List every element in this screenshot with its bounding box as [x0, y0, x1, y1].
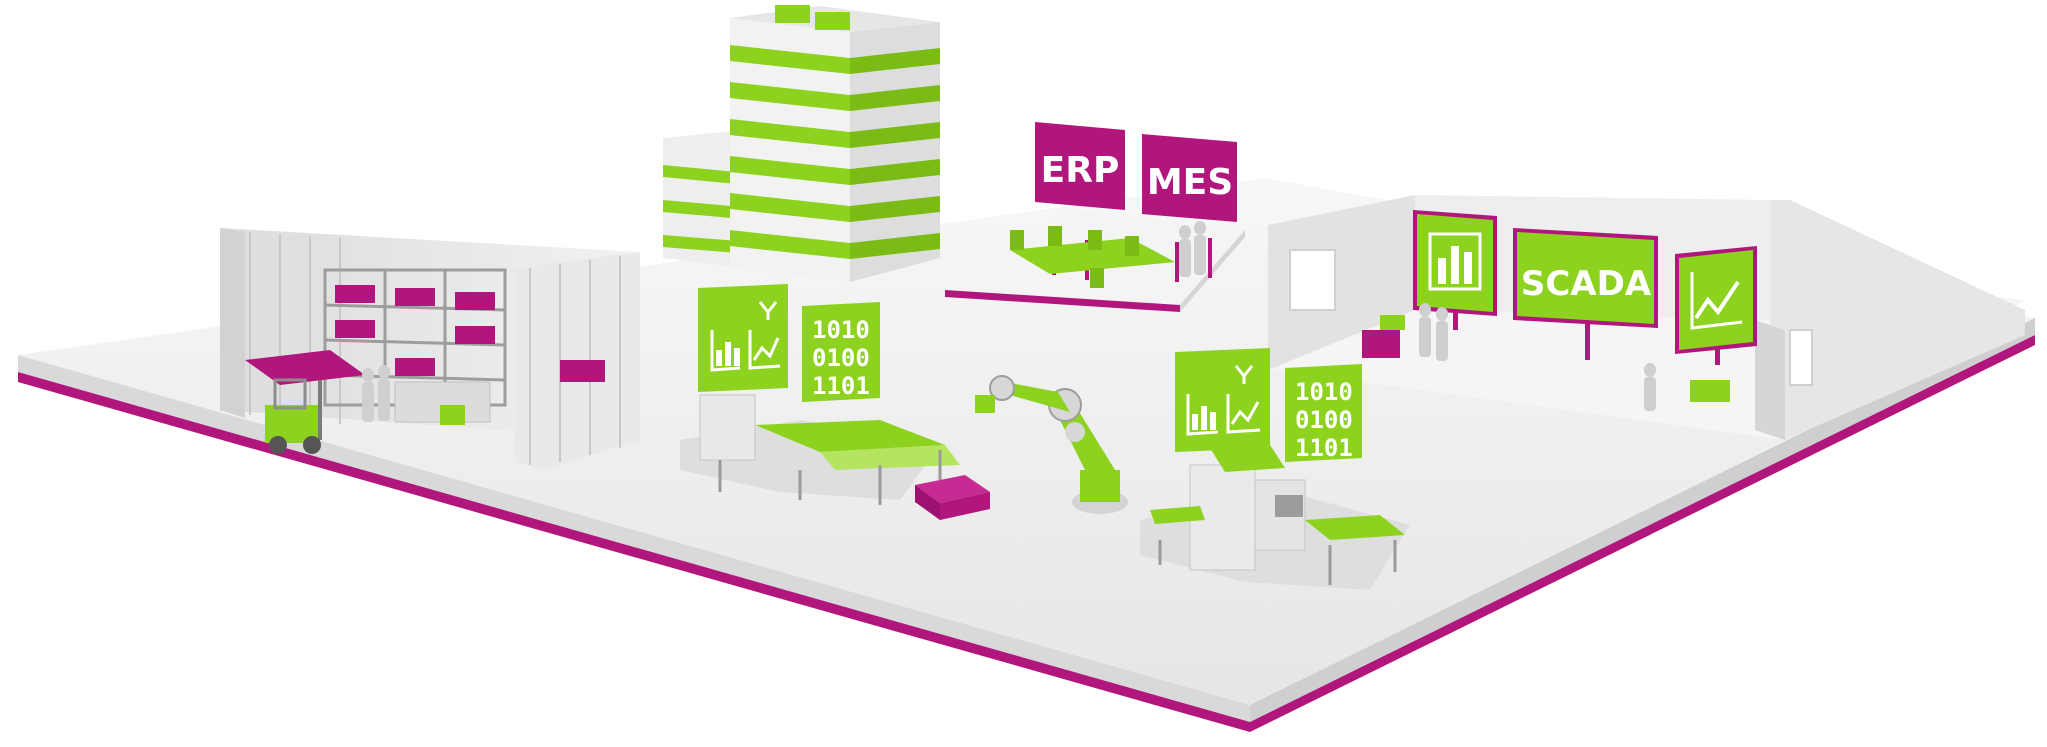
production-line-left: 1010 0100 1101 — [680, 284, 990, 520]
floor-edge-right — [1250, 318, 2035, 722]
robot-shoulder-joint — [1065, 422, 1085, 442]
meeting-platform-side — [1180, 230, 1245, 312]
warehouse — [220, 228, 640, 470]
erp-label: ERP — [1041, 150, 1120, 191]
mes-label: MES — [1147, 162, 1233, 203]
magenta-pallet-stack-2-side — [915, 485, 940, 520]
scada-main-screen: SCADA — [1513, 228, 1658, 360]
left-binary-monitor: 1010 0100 1101 — [802, 302, 880, 402]
meeting-chairs — [1010, 226, 1139, 288]
control-desk-magenta — [1362, 330, 1400, 358]
bar-chart-icon — [1186, 394, 1219, 436]
erp-mes-meeting-area: ERP MES — [945, 122, 1245, 312]
right-wall-window — [1789, 329, 1813, 386]
right-binary-monitor: 1010 0100 1101 — [1285, 364, 1362, 462]
floor-edge-left — [18, 355, 1250, 722]
scada-label: SCADA — [1521, 264, 1652, 304]
left-wall-window — [1289, 249, 1336, 311]
tower-side-stripes — [850, 48, 940, 259]
binary-line-3: 1101 — [1295, 434, 1353, 462]
robot-upper-arm — [1005, 382, 1070, 412]
tower-front-stripes — [730, 45, 850, 259]
mes-sign: MES — [1142, 134, 1237, 282]
scada-bar-chart-screen — [1413, 210, 1497, 330]
right-monitor-dashboard — [1175, 348, 1270, 452]
warehouse-workers — [362, 365, 390, 422]
right-wall-face — [1755, 320, 1785, 440]
scada-control-room: SCADA — [1268, 195, 2025, 440]
magenta-stripe-left — [18, 372, 1250, 732]
robot-arm — [975, 375, 1128, 514]
magenta-stripe-right — [1250, 335, 2035, 732]
right-machine-top — [1210, 445, 1285, 472]
right-machine-opening — [1275, 495, 1303, 517]
binary-line-1: 1010 — [812, 316, 870, 344]
left-machine-cabinet — [699, 394, 756, 461]
bar-chart-icon — [1428, 232, 1482, 291]
line-chart-icon — [748, 330, 781, 370]
robot-lower-arm — [1055, 405, 1115, 470]
robot-base-column — [1080, 470, 1120, 502]
scada-line-chart-screen — [1675, 246, 1757, 365]
line-chart-icon — [1690, 272, 1743, 330]
right-machine-conveyor-2 — [1150, 506, 1205, 524]
left-machine-conveyor — [755, 420, 945, 452]
roof-unit — [775, 5, 810, 23]
magenta-pallet-stack — [245, 350, 365, 385]
control-room-people — [1419, 303, 1656, 411]
right-machine-legs — [1158, 540, 1397, 585]
line-chart-icon — [1226, 394, 1261, 434]
control-room-left-wall — [1268, 195, 1415, 370]
magenta-pallet-stack-2 — [915, 475, 990, 503]
right-machine-conveyor — [1305, 515, 1405, 540]
control-desk-green — [1380, 315, 1405, 330]
bar-chart-icon — [710, 330, 741, 372]
production-line-right: 1010 0100 1101 — [1140, 348, 1410, 590]
operator-desk-green — [1690, 380, 1730, 402]
binary-line-3: 1101 — [812, 372, 870, 400]
magenta-pallet-stack-2-front — [940, 492, 990, 520]
warehouse-shelves — [323, 268, 605, 407]
green-crate — [440, 405, 465, 425]
robot-gripper — [975, 395, 995, 413]
robot-wrist-joint — [989, 375, 1015, 401]
warehouse-left-wall — [220, 228, 245, 418]
binary-line-1: 1010 — [1295, 378, 1353, 406]
left-machine-legs — [718, 450, 942, 505]
roof-unit-2 — [815, 12, 850, 30]
control-room-right-wall — [1770, 200, 2025, 440]
binary-line-2: 0100 — [1295, 406, 1353, 434]
robot-gripper-icon — [1234, 365, 1254, 384]
robot-gripper-icon — [758, 301, 778, 320]
meeting-people — [1179, 221, 1206, 277]
forklift — [265, 378, 322, 454]
meeting-platform-edge — [945, 290, 1180, 312]
left-monitor-dashboard — [698, 284, 788, 392]
left-conveyor-extension — [820, 445, 960, 470]
binary-line-2: 0100 — [812, 344, 870, 372]
office-building — [663, 5, 940, 282]
